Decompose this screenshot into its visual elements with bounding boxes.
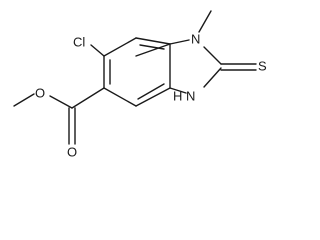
- ring-bond-c3a-c4: [135, 87, 171, 107]
- imidazole-bond-n3-c3a: [169, 87, 187, 94]
- chloro-bond: [90, 44, 105, 57]
- n-methyl-bond: [198, 10, 212, 33]
- atom-label-ester-oxygen: O: [35, 85, 45, 100]
- chemical-structure-diagram: Cl N S H N O O: [13, 10, 267, 159]
- ester-single-bond-c-o: [49, 95, 73, 109]
- atom-label-carbonyl-oxygen: O: [67, 144, 77, 159]
- ring-double-bond-inner-1: [139, 44, 165, 50]
- atom-label-n3: N: [186, 88, 195, 103]
- ring-double-bond-inner-2: [137, 83, 165, 100]
- imidazole-bond-c2-n3: [203, 67, 222, 88]
- imidazole-bond-c7a-n1: [169, 39, 190, 45]
- atom-label-sulfur: S: [258, 58, 267, 73]
- ester-bond-ring-carbonyl: [71, 87, 105, 109]
- atom-label-n3-h: H: [173, 88, 182, 103]
- ring-bond-c4-c5: [103, 87, 137, 107]
- ring-bond-c7-c7a: [135, 43, 171, 57]
- ester-methyl-bond: [13, 93, 35, 107]
- ring-bond-c7-c7a-outer: [135, 37, 171, 45]
- ring-bond-c6-c7: [103, 37, 137, 57]
- atom-label-chlorine: Cl: [73, 34, 85, 49]
- atom-label-n1: N: [191, 31, 200, 46]
- imidazole-bond-n1-c2: [203, 46, 222, 65]
